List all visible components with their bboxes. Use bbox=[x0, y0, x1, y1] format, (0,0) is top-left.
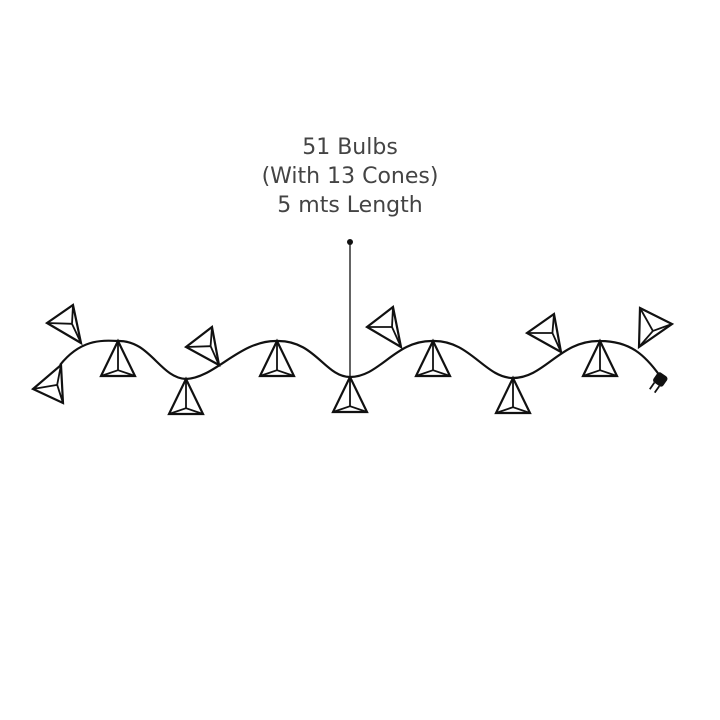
cone-bulb-icon bbox=[637, 306, 675, 350]
cone-bulb-icon bbox=[365, 305, 403, 350]
cone-bulb-icon bbox=[331, 374, 369, 414]
cone-bulb-icon bbox=[414, 338, 452, 378]
cone-bulb-icon bbox=[183, 325, 221, 368]
pointer-dot bbox=[347, 239, 353, 245]
length: 5 mts Length bbox=[277, 193, 423, 218]
cone-bulb-icon bbox=[524, 312, 563, 355]
cone-bulb-icon bbox=[258, 338, 296, 378]
cone-count: (With 13 Cones) bbox=[261, 164, 439, 189]
cone-bulb-icon bbox=[581, 338, 619, 378]
cone-bulb-icon bbox=[44, 303, 83, 346]
cone-bulb-icon bbox=[494, 375, 532, 415]
cone-bulb-icon bbox=[167, 376, 205, 416]
plug-icon bbox=[649, 372, 668, 394]
product-spec-label: 51 Bulbs (With 13 Cones) 5 mts Length bbox=[200, 133, 500, 220]
cone-bulb-icon bbox=[30, 362, 65, 405]
bulb-count: 51 Bulbs bbox=[302, 135, 398, 160]
cone-bulb-icon bbox=[99, 338, 137, 378]
wire bbox=[59, 339, 661, 381]
